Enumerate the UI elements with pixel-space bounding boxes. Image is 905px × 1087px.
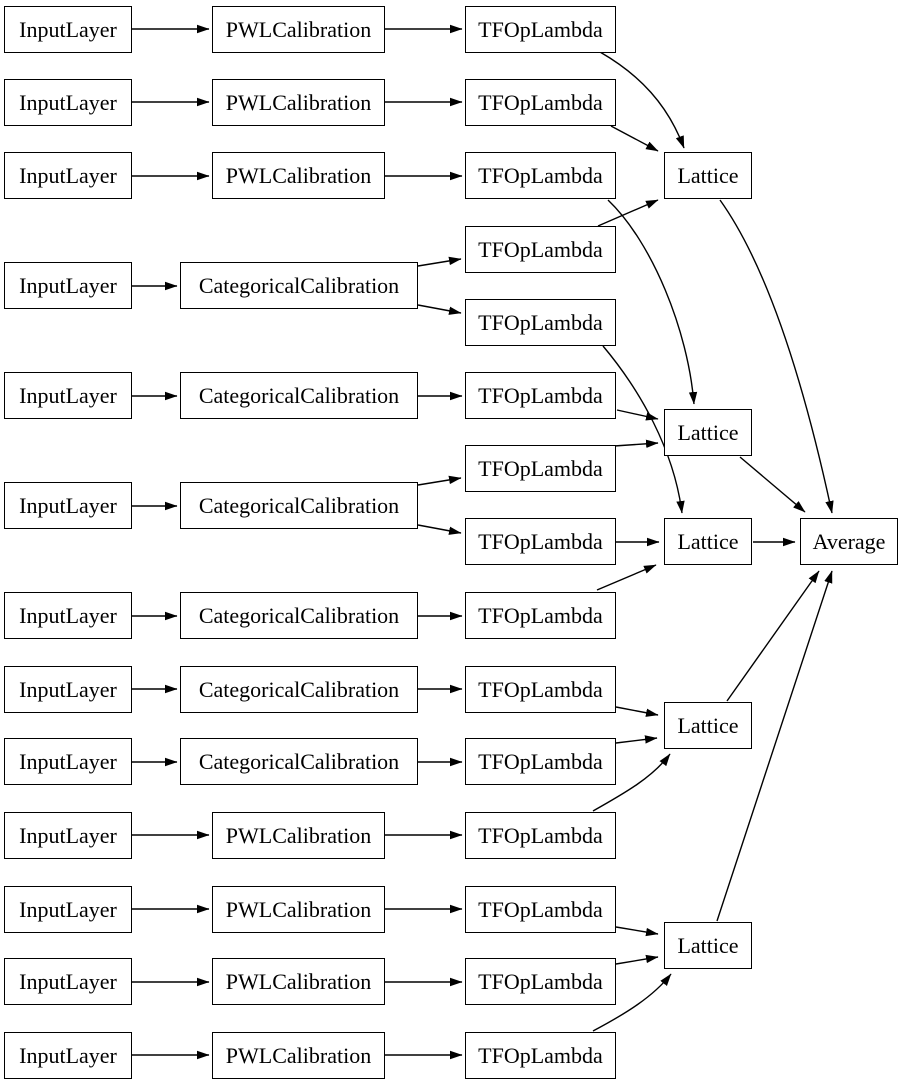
edge-tfop_10-to-lattice_4 [615,706,659,717]
node-tfop_14: TFOpLambda [465,958,616,1005]
node-input_9: InputLayer [4,738,132,785]
node-pwl_4: PWLCalibration [212,812,385,859]
node-tfop_9: TFOpLambda [465,592,616,639]
edge-tfop_11-to-lattice_4 [615,735,658,744]
edge-lattice_5-to-average [716,570,833,922]
node-input_7: InputLayer [4,592,132,639]
edge-lattice_4-to-average [726,570,820,702]
edge-tfop_4-to-lattice_1 [597,199,659,227]
node-tfop_7: TFOpLambda [465,445,616,492]
node-tfop_8: TFOpLambda [465,518,616,565]
node-pwl_5: PWLCalibration [212,886,385,933]
node-tfop_4: TFOpLambda [465,226,616,273]
node-cat_5: CategoricalCalibration [180,666,418,713]
node-tfop_15: TFOpLambda [465,1032,616,1079]
node-average: Average [800,518,898,565]
edge-tfop_1-to-lattice_1 [599,51,685,149]
node-cat_1: CategoricalCalibration [180,262,418,309]
node-tfop_10: TFOpLambda [465,666,616,713]
node-tfop_6: TFOpLambda [465,372,616,419]
edge-cat_3-to-tfop_7 [417,475,462,486]
edge-cat_3-to-tfop_8 [417,524,462,535]
edge-tfop_15-to-lattice_5 [592,973,672,1032]
edge-tfop_2-to-lattice_1 [610,125,659,152]
node-input_6: InputLayer [4,482,132,529]
node-input_13: InputLayer [4,1032,132,1079]
node-input_8: InputLayer [4,666,132,713]
node-tfop_11: TFOpLambda [465,738,616,785]
node-tfop_13: TFOpLambda [465,886,616,933]
edge-tfop_12-to-lattice_4 [592,753,671,812]
edge-cat_1-to-tfop_4 [417,256,462,267]
edges-group [132,24,834,1060]
node-lattice_3: Lattice [664,518,752,565]
node-pwl_3: PWLCalibration [212,152,385,199]
node-lattice_2: Lattice [664,409,752,456]
node-cat_6: CategoricalCalibration [180,738,418,785]
node-tfop_3: TFOpLambda [465,152,616,199]
node-tfop_5: TFOpLambda [465,299,616,346]
edge-tfop_3-to-lattice_2 [607,199,698,405]
edge-cat_1-to-tfop_5 [417,304,462,315]
node-lattice_1: Lattice [664,152,752,199]
node-lattice_5: Lattice [664,922,752,969]
node-input_3: InputLayer [4,152,132,199]
node-tfop_2: TFOpLambda [465,79,616,126]
node-tfop_12: TFOpLambda [465,812,616,859]
node-input_4: InputLayer [4,262,132,309]
node-input_12: InputLayer [4,958,132,1005]
edge-lattice_2-to-average [739,456,806,513]
node-cat_3: CategoricalCalibration [180,482,418,529]
node-input_10: InputLayer [4,812,132,859]
node-cat_2: CategoricalCalibration [180,372,418,419]
node-pwl_7: PWLCalibration [212,1032,385,1079]
node-pwl_2: PWLCalibration [212,79,385,126]
edge-tfop_13-to-lattice_5 [615,926,659,937]
edge-lattice_1-to-average [719,199,834,514]
edge-tfop_7-to-lattice_2 [613,439,659,449]
edge-tfop_5-to-lattice_3 [602,345,685,514]
node-pwl_1: PWLCalibration [212,6,385,53]
edge-tfop_14-to-lattice_5 [615,954,659,965]
node-pwl_6: PWLCalibration [212,958,385,1005]
node-cat_4: CategoricalCalibration [180,592,418,639]
node-input_11: InputLayer [4,886,132,933]
edge-tfop_9-to-lattice_3 [596,564,657,591]
node-input_1: InputLayer [4,6,132,53]
node-lattice_4: Lattice [664,702,752,749]
node-input_2: InputLayer [4,79,132,126]
node-tfop_1: TFOpLambda [465,6,616,53]
node-input_5: InputLayer [4,372,132,419]
